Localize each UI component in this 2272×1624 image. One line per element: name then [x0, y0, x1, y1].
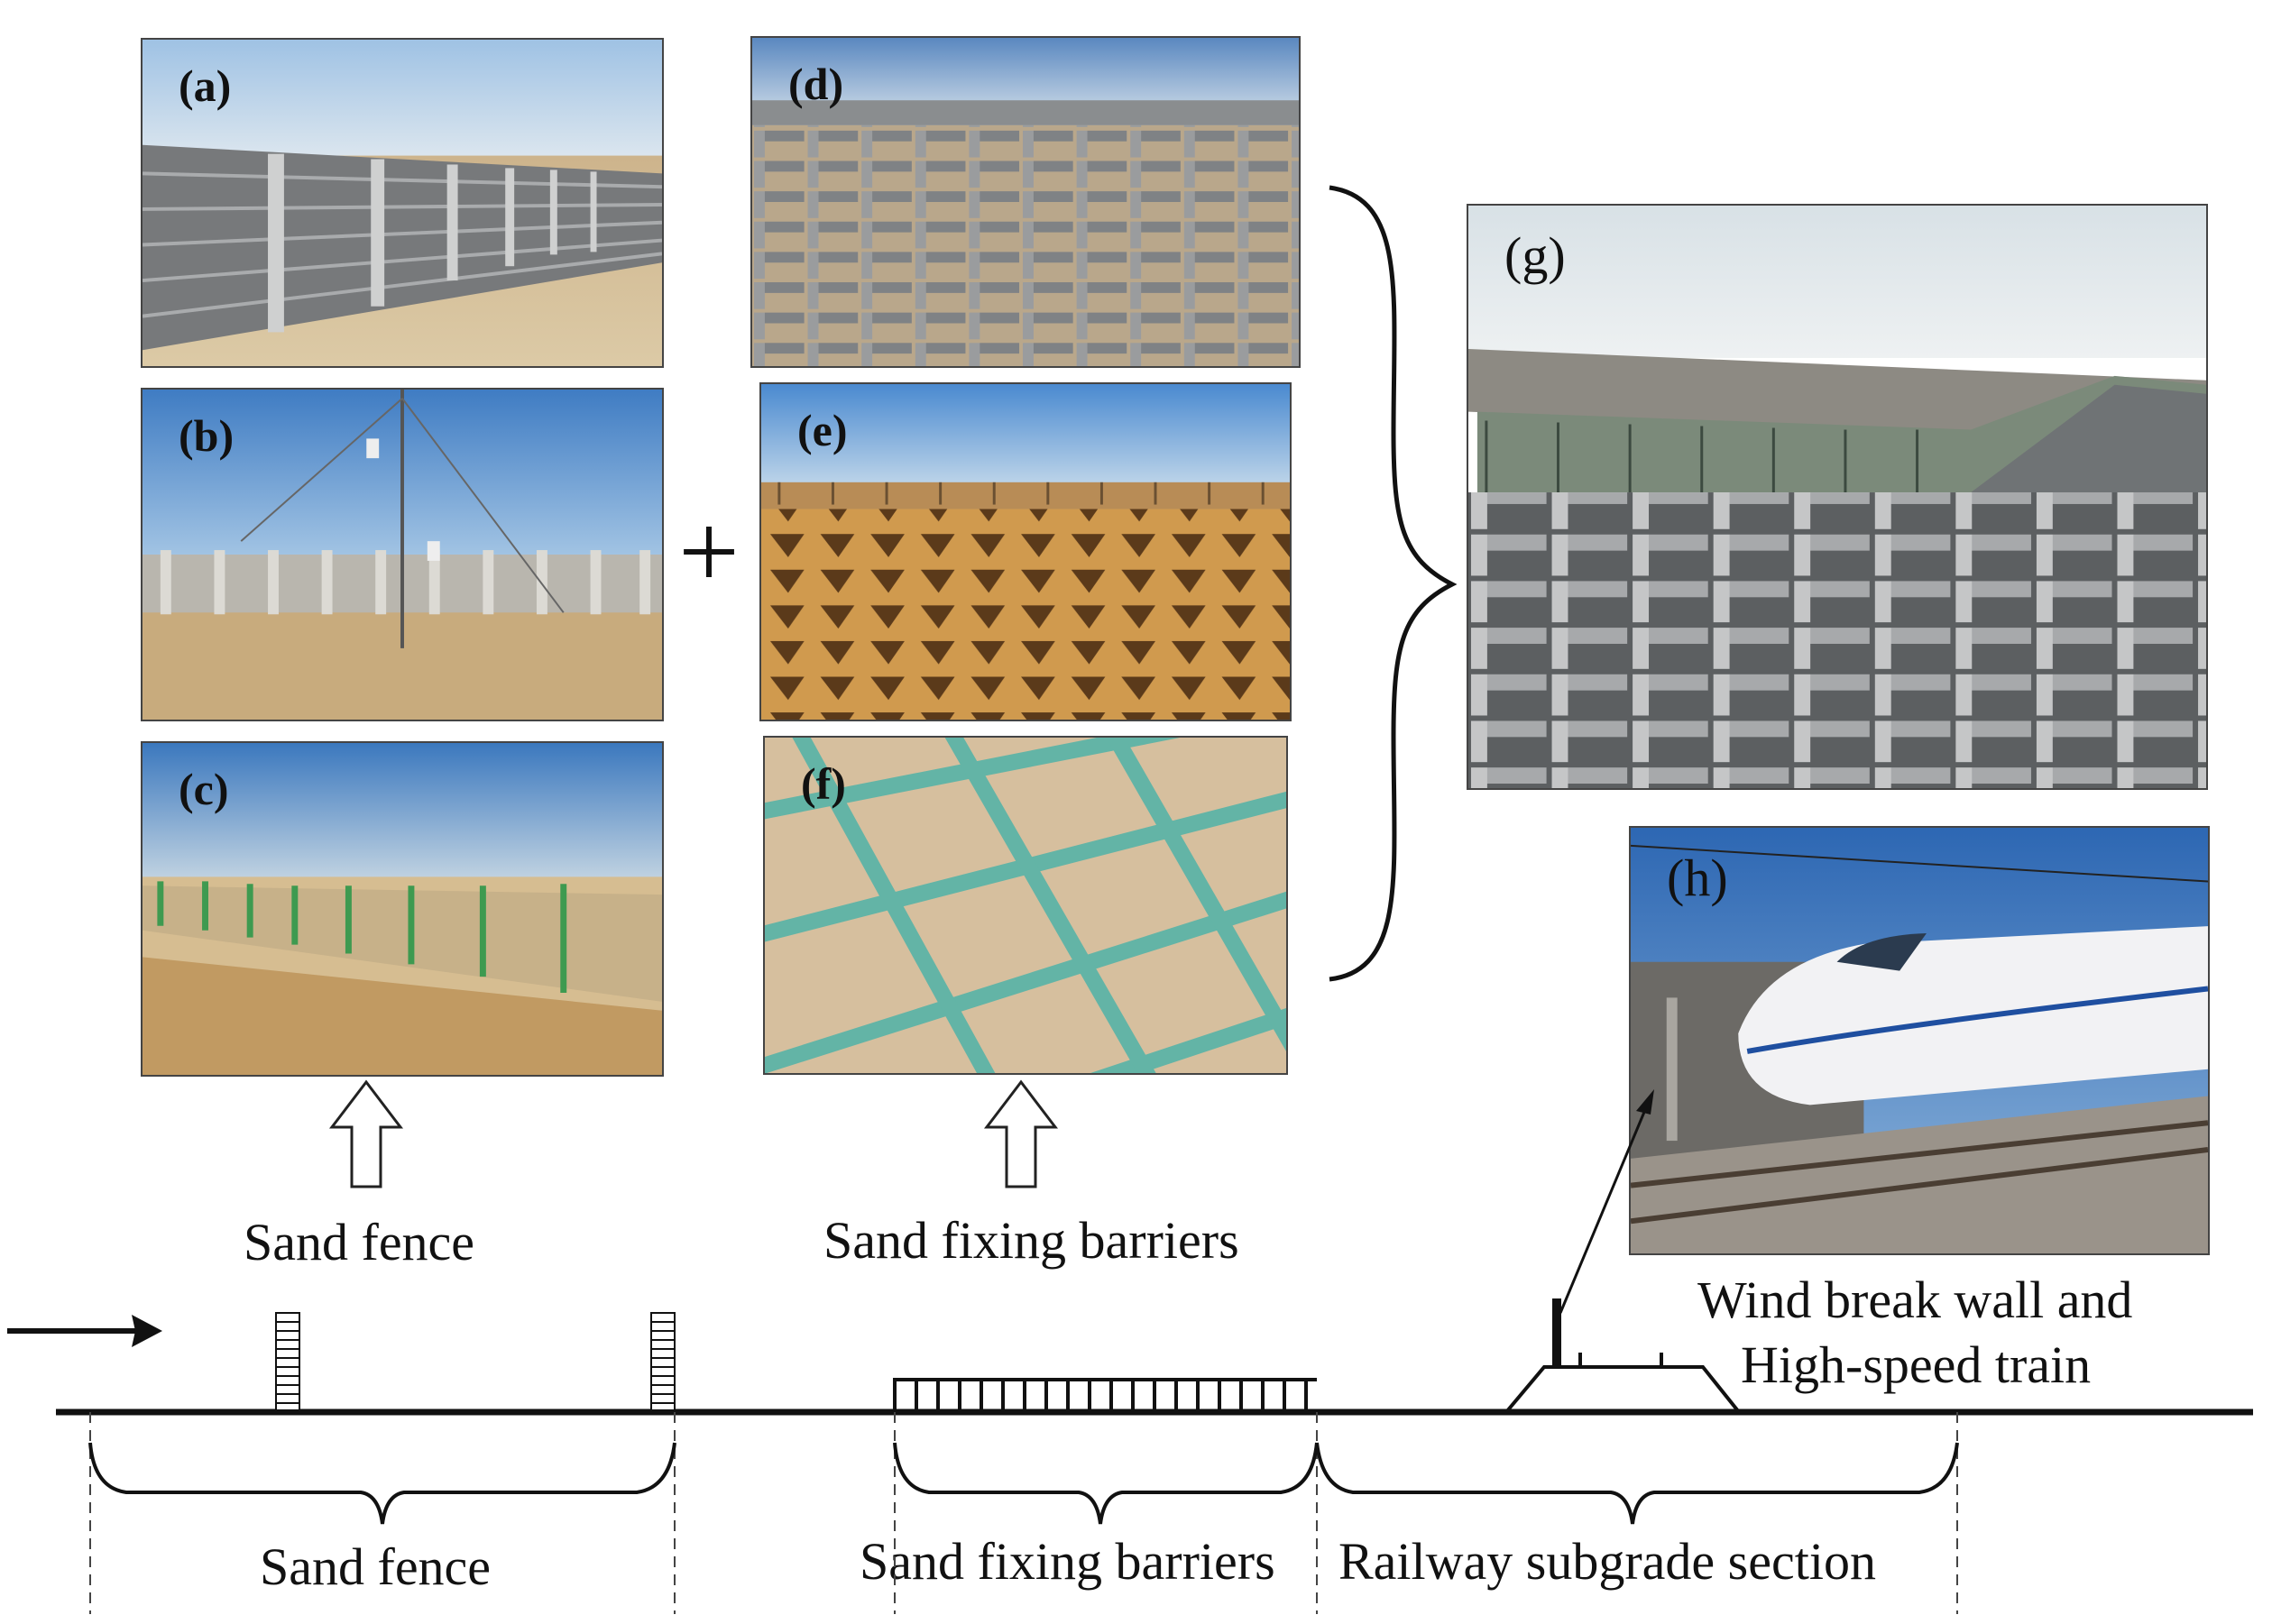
plus-sign: + [678, 491, 740, 611]
caption-railway-subgrade-section: Railway subgrade section [1338, 1532, 1876, 1591]
bottom-braces [88, 1442, 1959, 1525]
panel-label-a: (a) [179, 60, 232, 111]
caption-sand-fixing-barriers-bottom: Sand fixing barriers [860, 1532, 1275, 1591]
photo-a-concrete-sand-fence: (a) [141, 38, 664, 368]
photo-c-illustration [143, 743, 662, 1075]
photo-c-net-sand-fence: (c) [141, 741, 664, 1077]
photo-e-illustration [761, 384, 1290, 720]
grouping-brace-to-g [1329, 185, 1458, 982]
caption-sand-fixing-barriers-top: Sand fixing barriers [823, 1211, 1239, 1270]
photo-d-concrete-checkerboard: (d) [750, 36, 1301, 368]
panel-label-h: (h) [1667, 849, 1728, 907]
panel-label-d: (d) [788, 59, 844, 109]
photo-g-illustration [1468, 206, 2206, 788]
photo-d-illustration [752, 38, 1299, 366]
up-arrow-sand-fence [328, 1079, 404, 1188]
caption-windbreak-line2: High-speed train [1741, 1335, 2092, 1394]
sand-fence-symbol-1 [275, 1312, 300, 1411]
photo-b-fence-with-mast: (b) [141, 388, 664, 721]
caption-windbreak-line1: Wind break wall and [1697, 1271, 2133, 1329]
panel-label-e: (e) [797, 405, 848, 455]
photo-f-net-checkerboard: (f) [763, 736, 1288, 1075]
railway-subgrade-symbol [1504, 1353, 1741, 1414]
sand-fence-symbol-2 [650, 1312, 676, 1411]
photo-a-illustration [143, 40, 662, 366]
panel-label-f: (f) [801, 758, 846, 809]
photo-e-straw-checkerboard: (e) [759, 382, 1292, 721]
photo-h-high-speed-train: (h) [1629, 826, 2210, 1255]
caption-sand-fence-bottom: Sand fence [260, 1537, 492, 1596]
photo-g-combined-protection-system: (g) [1467, 204, 2208, 790]
photo-h-illustration [1631, 828, 2208, 1253]
panel-label-g: (g) [1504, 226, 1566, 285]
panel-label-c: (c) [179, 764, 229, 814]
up-arrow-sand-fixing [983, 1079, 1059, 1188]
sand-fixing-barrier-symbol [893, 1378, 1317, 1412]
panel-label-b: (b) [179, 410, 235, 461]
caption-sand-fence-top: Sand fence [244, 1213, 475, 1271]
photo-f-illustration [765, 738, 1286, 1073]
photo-b-illustration [143, 390, 662, 720]
wind-direction-arrow [7, 1315, 162, 1347]
